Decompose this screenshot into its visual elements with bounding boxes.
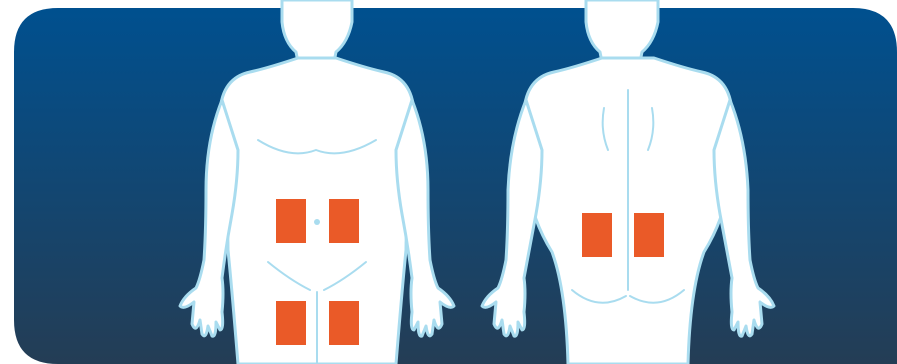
site-abdomen-right xyxy=(329,199,359,243)
site-thigh-right xyxy=(329,301,359,345)
site-thigh-left xyxy=(276,301,306,345)
site-lower-back-right xyxy=(634,213,664,257)
site-abdomen-left xyxy=(276,199,306,243)
illustration-background xyxy=(14,8,897,364)
site-lower-back-left xyxy=(582,213,612,257)
front-navel xyxy=(314,219,320,225)
